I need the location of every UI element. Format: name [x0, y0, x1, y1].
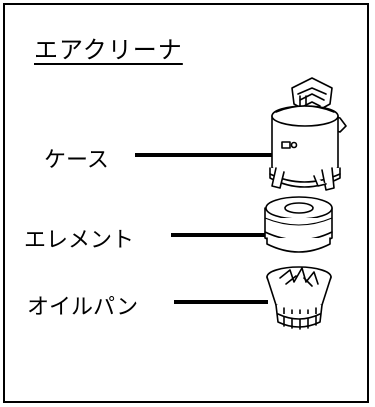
label-oil-pan: オイルパン: [27, 295, 139, 320]
leader-line-element: [171, 233, 267, 237]
diagram-title: エアクリーナ: [34, 36, 183, 64]
leader-line-oil-pan: [174, 300, 268, 304]
leader-line-case: [135, 153, 273, 157]
label-case: ケース: [44, 148, 109, 173]
element-part: [264, 196, 333, 253]
case-part: [269, 77, 347, 191]
label-element: エレメント: [24, 228, 135, 253]
oil-pan-part: [266, 266, 332, 330]
